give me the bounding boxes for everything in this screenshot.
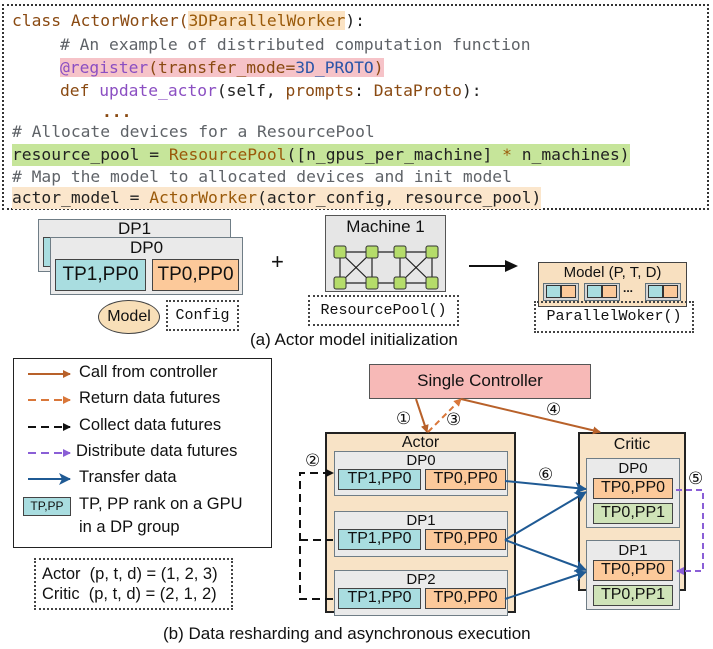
shard-group bbox=[543, 283, 579, 301]
machine-1-box: Machine 1 bbox=[325, 215, 446, 292]
code-line-comment-allocate: # Allocate devices for a ResourcePool bbox=[12, 122, 375, 141]
critic-ptd: Critic (p, t, d) = (2, 1, 2) bbox=[42, 585, 217, 603]
actor-ptd: Actor (p, t, d) = (1, 2, 3) bbox=[42, 565, 218, 583]
parallel-worker-box: ParallelWoker() bbox=[534, 301, 694, 333]
actor-dp-label: DP0 bbox=[406, 452, 436, 469]
critic-label: Critic bbox=[613, 436, 651, 453]
plus-sign: + bbox=[271, 249, 284, 274]
model-ellipse: Model bbox=[98, 300, 160, 334]
legend-item-label: Collect data futures bbox=[79, 416, 222, 434]
actor-dp-label: DP2 bbox=[406, 571, 436, 588]
legend-item-label: Return data futures bbox=[79, 389, 221, 407]
single-controller-box: Single Controller bbox=[369, 364, 591, 399]
arrow-call-actor bbox=[415, 398, 429, 433]
gpu-node bbox=[393, 245, 407, 259]
critic-cell-pp1: TP0,PP1 bbox=[593, 585, 673, 606]
resource-pool-box: ResourcePool() bbox=[308, 295, 459, 326]
actor-dp-label: DP1 bbox=[406, 512, 436, 529]
legend-item-label: Transfer data bbox=[79, 468, 177, 486]
arrow-transfer-dp1-critic-dp0 bbox=[504, 491, 587, 541]
cell-tp1-pp0: TP1,PP0 bbox=[55, 259, 146, 291]
ptd-config-box: Actor (p, t, d) = (1, 2, 3) Critic (p, t… bbox=[34, 558, 233, 610]
gpu-topology-graph bbox=[333, 245, 439, 290]
config-box: Config bbox=[166, 300, 239, 331]
caption-b: (b) Data resharding and asynchronous exe… bbox=[163, 624, 531, 643]
step-1: ① bbox=[396, 409, 412, 429]
code-line-actor-model: actor_model = ActorWorker(actor_config, … bbox=[12, 187, 542, 209]
step-5: ⑤ bbox=[688, 469, 704, 489]
arrow-transfer-dp2-critic-dp1 bbox=[504, 569, 587, 600]
gpu-node bbox=[365, 276, 379, 290]
actor-cell-tp0: TP0,PP0 bbox=[425, 529, 506, 550]
caption-a: (a) Actor model initialization bbox=[250, 330, 458, 349]
step-6: ⑥ bbox=[538, 465, 554, 485]
actor-cell-tp0: TP0,PP0 bbox=[425, 588, 506, 609]
critic-cell-pp0: TP0,PP0 bbox=[593, 478, 673, 499]
actor-cell-tp1: TP1,PP0 bbox=[338, 529, 421, 550]
gpu-node bbox=[365, 245, 379, 259]
dp0-front-box: DP0 TP1,PP0 TP0,PP0 bbox=[50, 237, 243, 295]
step-4: ④ bbox=[546, 400, 562, 420]
gpu-node bbox=[393, 276, 407, 290]
dp1-label: DP1 bbox=[117, 219, 152, 238]
actor-cell-tp1: TP1,PP0 bbox=[338, 469, 421, 490]
critic-dp-label: DP0 bbox=[618, 460, 648, 477]
critic-cell-pp0: TP0,PP0 bbox=[593, 560, 673, 581]
code-line-resource-pool: resource_pool = ResourcePool([n_gpus_per… bbox=[12, 144, 630, 166]
legend-swatch-tp-pp: TP,PP bbox=[23, 497, 71, 516]
code-line-class: class ActorWorker(3DParallelWorker): bbox=[12, 11, 365, 30]
cell-tp0-pp0: TP0,PP0 bbox=[152, 259, 239, 291]
code-line-def: def update_actor(self, prompts: DataProt… bbox=[60, 81, 482, 100]
legend-item-label: Distribute data futures bbox=[76, 442, 238, 460]
legend-item-label: Call from controller bbox=[79, 363, 218, 381]
gpu-node bbox=[425, 276, 439, 290]
actor-label: Actor bbox=[401, 434, 440, 451]
critic-dp-label: DP1 bbox=[618, 542, 648, 559]
shard-group bbox=[645, 283, 681, 301]
critic-cell-pp1: TP0,PP1 bbox=[593, 503, 673, 524]
dp0-label: DP0 bbox=[129, 238, 164, 257]
gpu-node bbox=[333, 245, 347, 259]
arrow-transfer-dp1-critic-dp1 bbox=[504, 539, 587, 572]
legend-swatch-desc-1: TP, PP rank on a GPU bbox=[79, 495, 243, 513]
machine-1-label: Machine 1 bbox=[346, 217, 425, 236]
code-block: class ActorWorker(3DParallelWorker): # A… bbox=[2, 4, 709, 210]
code-line-comment-map: # Map the model to allocated devices and… bbox=[12, 167, 512, 186]
model-ptd-label: Model (P, T, D) bbox=[563, 264, 662, 281]
step-3: ③ bbox=[446, 410, 462, 430]
init-arrow bbox=[469, 260, 518, 272]
shard-ellipsis: ... bbox=[623, 281, 634, 295]
gpu-node bbox=[333, 276, 347, 290]
legend-swatch-desc-2: in a DP group bbox=[79, 518, 180, 536]
actor-cell-tp1: TP1,PP0 bbox=[338, 588, 421, 609]
shard-group bbox=[584, 283, 620, 301]
code-line-comment-example: # An example of distributed computation … bbox=[60, 35, 531, 54]
code-line-ellipsis: ... bbox=[102, 102, 132, 121]
code-line-decorator: @register(transfer_mode=3D_PROTO) bbox=[60, 58, 384, 77]
step-2: ② bbox=[305, 451, 321, 471]
gpu-node bbox=[425, 245, 439, 259]
arrow-call-critic bbox=[460, 398, 601, 435]
actor-cell-tp0: TP0,PP0 bbox=[425, 469, 506, 490]
